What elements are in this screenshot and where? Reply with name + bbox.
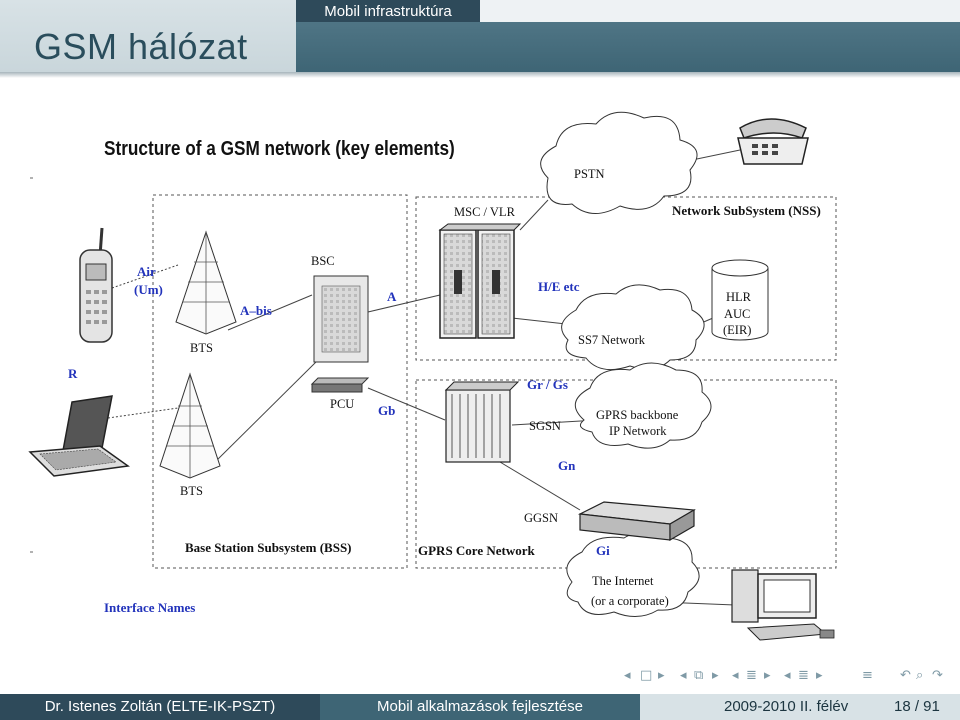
label-pstn: PSTN xyxy=(574,167,605,181)
label-sgsn: SGSN xyxy=(529,419,561,433)
nav-next-section-icon[interactable]: ▸ xyxy=(816,668,823,683)
bss-box xyxy=(152,194,408,569)
header-shadow xyxy=(0,72,960,78)
bts-tower-icon-2 xyxy=(159,372,221,479)
telephone-icon xyxy=(737,118,809,165)
diagram-graphics xyxy=(28,111,837,641)
pstn-cloud xyxy=(540,111,698,214)
slide-header: Mobil infrastruktúra GSM hálózat xyxy=(0,0,960,78)
footer-course-title: Mobil alkalmazások fejlesztése xyxy=(320,694,640,720)
label-a: A xyxy=(387,289,397,304)
label-gn: Gn xyxy=(558,458,576,473)
slide-footer: Dr. Istenes Zoltán (ELTE-IK-PSZT) Mobil … xyxy=(0,694,960,720)
ggsn-router-icon xyxy=(577,501,696,542)
beamer-navigation: ◂ □ ▸ ◂ ⧉ ▸ ◂ ≣ ▸ ◂ ≣ ▸ ≡ ↶ ⌕ ↷ xyxy=(624,668,950,688)
hlr-database-icon xyxy=(711,259,769,341)
nav-section-icon[interactable]: ≣ xyxy=(798,668,809,683)
mobile-phone-icon xyxy=(79,227,113,343)
diagram-title: Structure of a GSM network (key elements… xyxy=(104,138,455,160)
footer-page-number: 18 / 91 xyxy=(894,698,940,715)
nav-next-slide-icon[interactable]: ▸ xyxy=(658,668,665,683)
desktop-computer-icon xyxy=(731,569,835,641)
label-ip-network: IP Network xyxy=(609,424,667,438)
header-title-panel xyxy=(0,0,296,72)
label-msc-vlr: MSC / VLR xyxy=(454,205,515,219)
nav-prev-frame-icon[interactable]: ◂ xyxy=(680,668,687,683)
nav-subsection-icon[interactable]: ≣ xyxy=(746,668,757,683)
gsm-network-diagram: Structure of a GSM network (key elements… xyxy=(0,90,960,650)
internet-cloud xyxy=(566,531,700,617)
nav-search-icon[interactable]: ⌕ xyxy=(916,668,924,683)
bts-tower-icon-1 xyxy=(175,230,237,335)
label-h-e-etc: H/E etc xyxy=(538,279,580,294)
pcu-icon xyxy=(310,377,370,393)
label-gr-gs: Gr / Gs xyxy=(527,377,568,392)
nav-next-subsection-icon[interactable]: ▸ xyxy=(764,668,771,683)
sgsn-rack-icon xyxy=(444,381,520,463)
label-eir: (EIR) xyxy=(723,323,752,337)
label-gi: Gi xyxy=(596,543,610,558)
label-pcu: PCU xyxy=(330,397,355,411)
msc-vlr-racks-icon xyxy=(438,223,522,339)
label-ss7-network: SS7 Network xyxy=(578,333,646,347)
label-bts-1: BTS xyxy=(190,341,213,355)
label-nss: Network SubSystem (NSS) xyxy=(672,203,821,218)
nav-slide-icon[interactable]: □ xyxy=(640,668,653,683)
frame-title: GSM hálózat xyxy=(34,26,248,67)
label-bts-2: BTS xyxy=(180,484,203,498)
label-internet: The Internet xyxy=(592,574,654,588)
gprs-backbone-cloud xyxy=(574,362,712,449)
label-ggsn: GGSN xyxy=(524,511,559,525)
footer-author: Dr. Istenes Zoltán (ELTE-IK-PSZT) xyxy=(0,694,320,720)
nav-prev-subsection-icon[interactable]: ◂ xyxy=(732,668,739,683)
label-air: Air xyxy=(137,264,156,279)
label-gprs-core-network: GPRS Core Network xyxy=(418,543,535,558)
label-r: R xyxy=(68,366,78,381)
label-hlr: HLR xyxy=(726,290,751,304)
label-corporate: (or a corporate) xyxy=(591,594,669,608)
nav-forward-icon[interactable]: ↷ xyxy=(932,668,943,683)
nav-next-frame-icon[interactable]: ▸ xyxy=(712,668,719,683)
label-bss: Base Station Subsystem (BSS) xyxy=(185,540,352,555)
nav-back-icon[interactable]: ↶ xyxy=(900,668,911,683)
nav-frame-icon[interactable]: ⧉ xyxy=(694,668,704,683)
label-a-bis: A–bis xyxy=(240,303,272,318)
label-bsc: BSC xyxy=(311,254,335,268)
nav-prev-section-icon[interactable]: ◂ xyxy=(784,668,791,683)
label-auc: AUC xyxy=(724,307,751,321)
label-um: (Um) xyxy=(134,282,163,297)
laptop-icon xyxy=(28,395,130,477)
footer-date: 2009-2010 II. félév xyxy=(724,698,849,715)
label-gb: Gb xyxy=(378,403,396,418)
footer-date-page: 2009-2010 II. félév 18 / 91 xyxy=(640,694,960,720)
ss7-cloud xyxy=(561,284,705,371)
label-interface-names: Interface Names xyxy=(104,600,196,615)
nav-prev-slide-icon[interactable]: ◂ xyxy=(624,668,631,683)
nav-document-icon[interactable]: ≡ xyxy=(862,668,873,683)
label-gprs-backbone: GPRS backbone xyxy=(596,408,679,422)
bsc-server-icon xyxy=(313,275,369,363)
section-title[interactable]: Mobil infrastruktúra xyxy=(324,3,452,20)
